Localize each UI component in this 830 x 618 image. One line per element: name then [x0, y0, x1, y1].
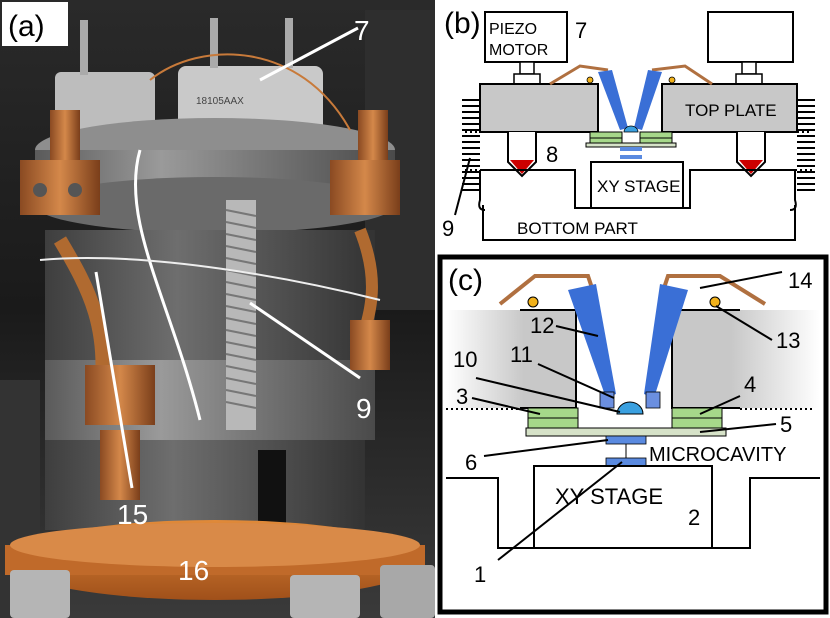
microcavity-label: MICROCAVITY [649, 444, 786, 466]
photo-annotations: 7 9 15 16 [94, 15, 372, 586]
blue-arm-left [568, 284, 616, 398]
label-c-12: 12 [530, 313, 554, 338]
label-c-5: 5 [780, 412, 792, 437]
photo-label-16: 16 [178, 555, 209, 586]
label-b-9: 9 [442, 216, 454, 241]
label-c-4: 4 [744, 372, 756, 397]
xy-stage-b-label: XY STAGE [597, 177, 680, 196]
label-c-3: 3 [456, 384, 468, 409]
label-c-6: 6 [465, 450, 477, 475]
photo-label-15: 15 [117, 499, 148, 530]
spring-photo [225, 200, 257, 430]
photo-panel: 18105AAX [0, 0, 435, 618]
label-c-13: 13 [776, 328, 800, 353]
piezo-motor-left [484, 11, 568, 63]
top-plate-c-right [672, 310, 820, 408]
panel-b-diagram: (b) PIEZO MOTOR 7 TOP PLATE [442, 7, 815, 241]
panel-label-a: (a) [8, 10, 45, 43]
label-b-7: 7 [575, 18, 587, 43]
panel-label-b: (b) [444, 7, 481, 40]
label-c-11: 11 [510, 342, 533, 367]
piezo-motor-label-line1: PIEZO [489, 21, 537, 38]
blue-arm-right [644, 284, 688, 398]
photo-label-7: 7 [354, 15, 370, 46]
photo-label-9: 9 [356, 393, 372, 424]
top-plate-c-left [446, 310, 576, 408]
cavity-plate [525, 427, 727, 437]
piezo-motor-label-line2: MOTOR [489, 42, 548, 59]
label-c-14: 14 [788, 268, 812, 293]
label-c-10: 10 [453, 347, 477, 372]
piezo-motor-right [707, 11, 794, 63]
spring-right [797, 99, 815, 191]
top-plate-left [479, 83, 599, 133]
engraving-text: 18105AAX [196, 96, 244, 107]
label-box-a [2, 2, 68, 46]
xy-stage-c-label: XY STAGE [555, 484, 663, 509]
label-c-2: 2 [688, 505, 700, 530]
xy-stage-b [590, 161, 684, 209]
top-plate-right [661, 83, 798, 133]
label-c-1: 1 [474, 562, 486, 587]
panel-label-c: (c) [448, 264, 483, 297]
panel-c-diagram: (c) XY STAGE 2 [446, 264, 820, 587]
lens-element [616, 401, 644, 415]
label-b-8: 8 [546, 142, 558, 167]
spring-left [462, 99, 480, 191]
bottom-part-label: BOTTOM PART [517, 219, 638, 238]
top-plate-label: TOP PLATE [685, 101, 777, 120]
